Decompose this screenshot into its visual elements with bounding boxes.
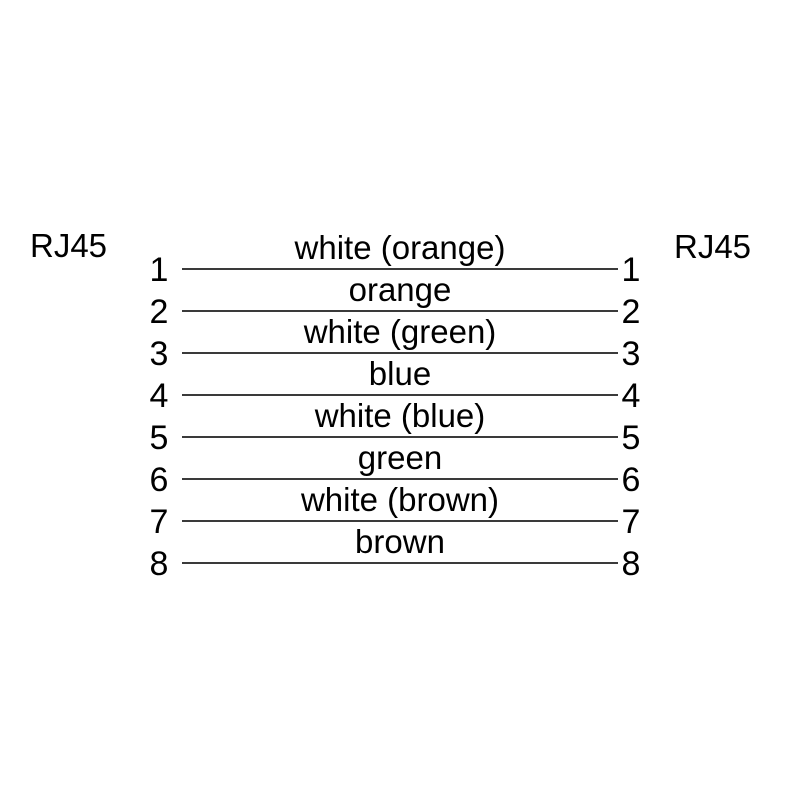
wire-color-label: white (brown)	[300, 481, 500, 518]
pin-number-right: 8	[621, 545, 641, 583]
left-connector-label: RJ45	[30, 227, 108, 264]
pin-number-right: 7	[621, 503, 641, 541]
wire-color-label: white (green)	[303, 313, 497, 350]
pin-number-left: 8	[149, 545, 169, 583]
wire-color-label: green	[357, 439, 443, 476]
pin-number-left: 1	[149, 251, 169, 289]
wire-color-label: blue	[368, 355, 432, 392]
pin-number-right: 1	[621, 251, 641, 289]
wire-line	[182, 478, 618, 480]
pin-number-right: 4	[621, 377, 641, 415]
pin-number-left: 7	[149, 503, 169, 541]
pin-number-left: 5	[149, 419, 169, 457]
pin-number-left: 6	[149, 461, 169, 499]
pin-number-left: 4	[149, 377, 169, 415]
right-connector-label: RJ45	[674, 228, 752, 265]
wire-line	[182, 562, 618, 564]
wire-line	[182, 394, 618, 396]
wire-line	[182, 520, 618, 522]
pin-number-right: 5	[621, 419, 641, 457]
pin-number-left: 2	[149, 293, 169, 331]
wire-line	[182, 436, 618, 438]
wire-color-label: white (blue)	[314, 397, 486, 434]
pin-number-right: 3	[621, 335, 641, 373]
wire-line	[182, 310, 618, 312]
pin-number-left: 3	[149, 335, 169, 373]
wire-line	[182, 268, 618, 270]
wire-color-label: orange	[348, 271, 452, 308]
wire-color-label: white (orange)	[294, 229, 506, 266]
wire-line	[182, 352, 618, 354]
pin-number-right: 6	[621, 461, 641, 499]
wire-color-label: brown	[355, 523, 445, 560]
pin-number-right: 2	[621, 293, 641, 331]
